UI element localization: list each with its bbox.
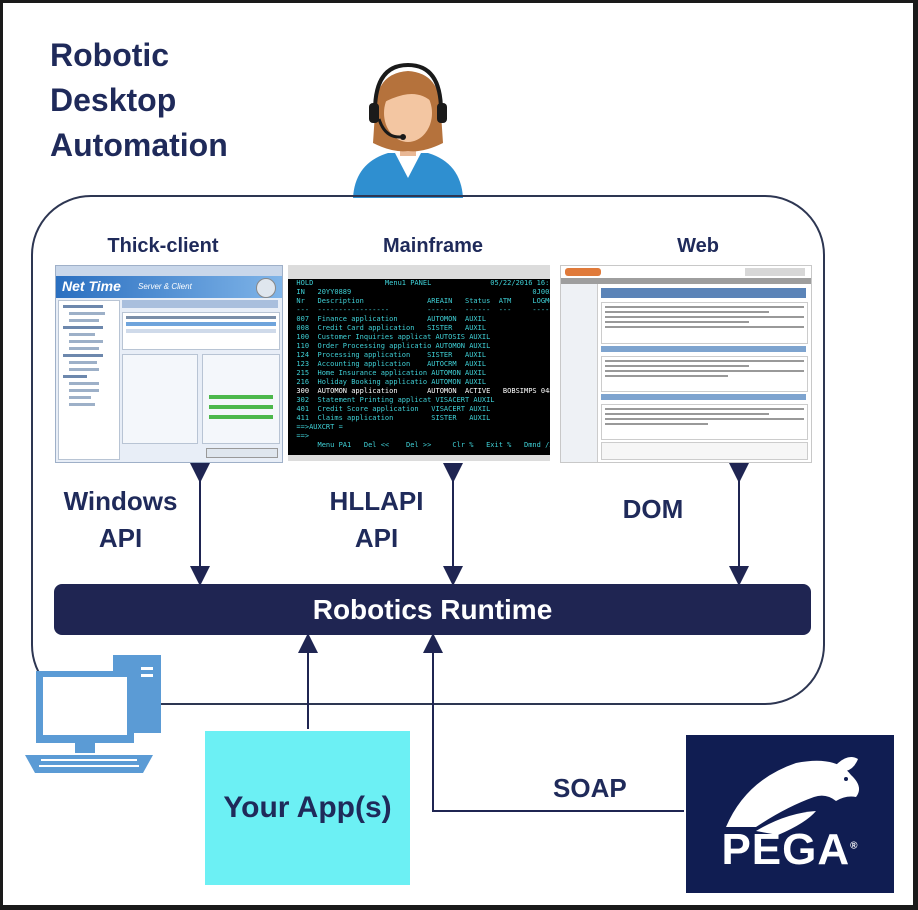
pega-wordmark: PEGA® — [686, 825, 894, 875]
windows-api-line-1: Windows — [63, 486, 178, 516]
pega-logo: PEGA® — [686, 735, 894, 893]
mainframe-line: 008 Credit Card application SISTER AUXIL — [288, 324, 487, 332]
mainframe-line: 216 Holiday Booking applicatio AUTOMON A… — [288, 378, 487, 386]
mainframe-line: 007 Finance application AUTOMON AUXIL — [288, 315, 487, 323]
mainframe-line: Menu PA1 Del << Del >> Clr % Exit % Dmnd… — [317, 441, 551, 449]
net-time-subtitle: Server & Client — [138, 282, 192, 291]
title-line-2: Desktop — [50, 82, 177, 118]
mainframe-line: 110 Order Processing applicatio AUTOMON … — [288, 342, 491, 350]
pega-horse-icon — [726, 757, 860, 835]
title-line-3: Automation — [50, 127, 228, 163]
mainframe-line: 124 Processing application SISTER AUXIL — [288, 351, 487, 359]
pega-registered-mark: ® — [850, 840, 859, 852]
mainframe-line: 411 Claims application SISTER AUXIL — [288, 414, 491, 422]
thick-client-label: Thick-client — [107, 235, 219, 257]
dom-label: DOM — [608, 491, 698, 528]
hllapi-api-line-2: API — [354, 523, 399, 553]
mainframe-line: 401 Credit Score application VISACERT AU… — [288, 405, 491, 413]
dom-line-1: DOM — [622, 494, 684, 524]
mainframe-line: 123 Accounting application AUTOCRM AUXIL — [288, 360, 487, 368]
mainframe-line: 300 AUTOMON application AUTOMON ACTIVE B… — [296, 387, 550, 395]
mainframe-screenshot: HOLD Menu1 PANEL 05/22/2016 16:19:13 IN … — [288, 265, 550, 461]
diagram-title: Robotic Desktop Automation — [50, 33, 228, 168]
mainframe-line: 302 Statement Printing applicat VISACERT… — [288, 396, 495, 404]
hllapi-api-line-1: HLLAPI — [329, 486, 424, 516]
windows-api-line-2: API — [98, 523, 143, 553]
windows-api-label: Windows API — [58, 483, 183, 557]
your-apps-box: Your App(s) — [205, 731, 410, 885]
hllapi-api-label: HLLAPI API — [319, 483, 434, 557]
mainframe-line: HOLD Menu1 PANEL 05/22/2016 16:19:13 — [288, 279, 550, 287]
web-screenshot — [560, 265, 812, 463]
mainframe-terminal: HOLD Menu1 PANEL 05/22/2016 16:19:13 IN … — [288, 279, 551, 449]
desktop-boundary — [31, 195, 825, 705]
mainframe-line: 100 Customer Inquiries applicat AUTOSIS … — [288, 333, 491, 341]
mainframe-label: Mainframe — [382, 235, 484, 257]
diagram-canvas: Robotic Desktop Automation Thick-client … — [3, 3, 913, 905]
robotics-runtime-bar: Robotics Runtime — [54, 584, 811, 635]
net-time-logo: Net Time — [62, 278, 121, 294]
mainframe-line: ==>AUXCRT = — [288, 423, 343, 431]
thick-client-screenshot: Net Time Server & Client — [55, 265, 283, 463]
title-line-1: Robotic — [50, 37, 170, 73]
mainframe-line: IN 20YY0889 0J002 — [288, 288, 550, 296]
soap-label: SOAP — [553, 773, 627, 803]
mainframe-line: ==> — [288, 432, 310, 440]
web-label: Web — [677, 235, 719, 257]
pega-wordmark-text: PEGA — [721, 825, 851, 874]
mainframe-line: 215 Home Insurance application AUTOMON A… — [288, 369, 487, 377]
mainframe-line: Nr Description AREAIN Status ATM LOGMODE… — [296, 297, 550, 305]
mainframe-line: --- ----------------- ------ ------ --- … — [296, 306, 550, 314]
